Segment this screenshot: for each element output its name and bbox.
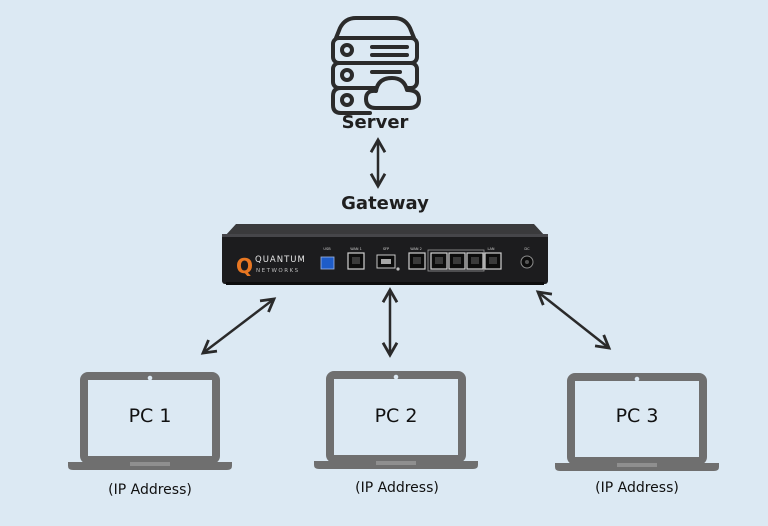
server-label: Server [341, 112, 409, 133]
port-label-usb: USB [323, 247, 331, 251]
port-label-dc: DC [524, 247, 530, 251]
port-label-lan: LAN [487, 247, 494, 251]
pc2-label: PC 2 [374, 405, 418, 427]
pc2-ip-label: (IP Address) [355, 480, 439, 496]
laptop-icon [68, 372, 232, 470]
pc3-ip-label: (IP Address) [595, 480, 679, 496]
pc1-ip-label: (IP Address) [108, 482, 192, 498]
port-label-wan1: WAN 1 [350, 247, 362, 251]
gateway-pc3-arrow [535, 290, 612, 350]
brand-logo-letter: Q [236, 254, 253, 278]
port-label-wan2: WAN 2 [410, 247, 422, 251]
gateway-label: Gateway [341, 193, 429, 214]
pc1-label: PC 1 [128, 405, 172, 427]
laptop-icon [314, 371, 478, 469]
gateway-device: Q QUANTUM NETWORKS USB WAN 1 SFP WAN 2 L… [222, 224, 548, 285]
server-cloud-icon [331, 16, 421, 115]
port-label-sfp: SFP [383, 247, 389, 251]
gateway-pc1-arrow [200, 297, 277, 355]
laptop-icon [555, 373, 719, 471]
usb-port [320, 256, 335, 270]
brand-name: QUANTUM [255, 255, 306, 265]
brand-subname: NETWORKS [256, 268, 300, 274]
pc3-label: PC 3 [615, 405, 659, 427]
